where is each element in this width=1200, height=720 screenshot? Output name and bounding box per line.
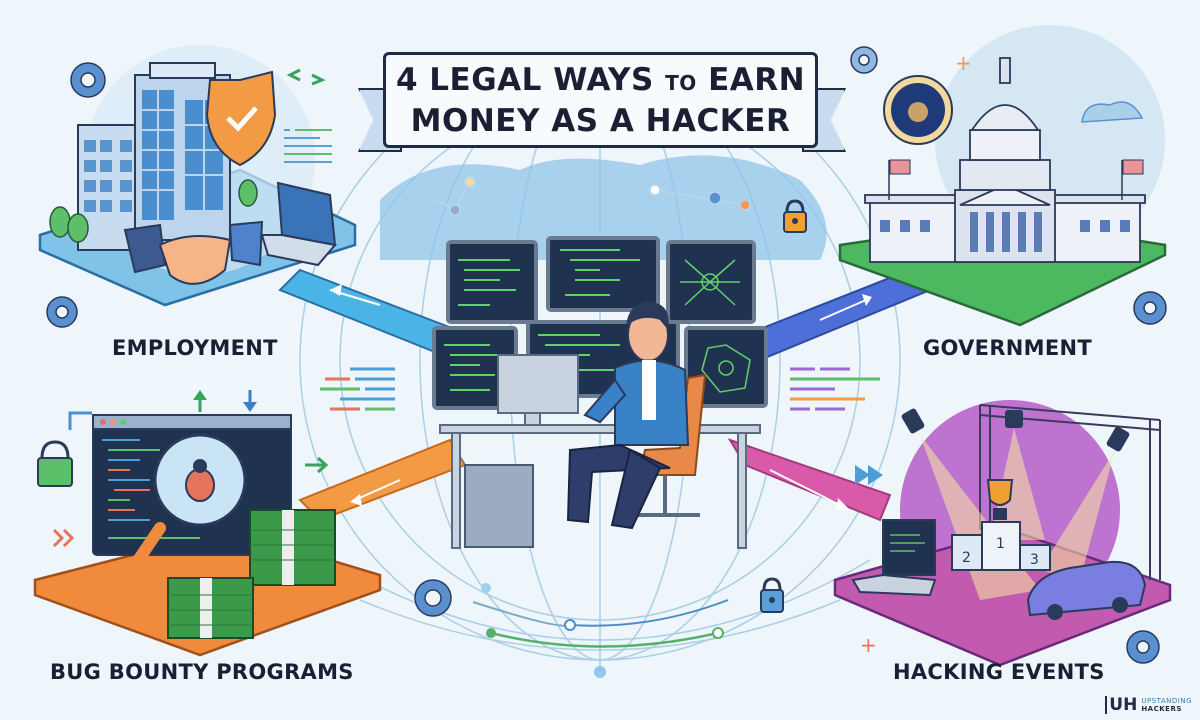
svg-text:3: 3 <box>1030 552 1039 568</box>
stage-truss-icon <box>979 404 1161 580</box>
network-graph-icon <box>680 259 751 393</box>
label-employment: EMPLOYMENT <box>112 336 278 360</box>
logo-text-bottom: HACKERS <box>1141 705 1182 713</box>
svg-text:1: 1 <box>996 536 1005 552</box>
gear-icon <box>1126 630 1160 664</box>
person-hacker <box>566 301 690 530</box>
center-hacker-illustration <box>432 236 768 549</box>
sparkle-icon: + <box>955 51 972 75</box>
money-stack-icon <box>167 509 336 639</box>
monitor-icon <box>432 236 768 410</box>
svg-text:2: 2 <box>962 550 971 566</box>
desk <box>439 424 761 434</box>
decorative-lock-icon <box>783 199 807 233</box>
bottom-lock-icon <box>760 577 784 613</box>
laptop-icon <box>260 181 337 267</box>
title-line-1: 4 LEGAL WAYS TO EARN <box>396 61 805 102</box>
title-line-2: MONEY AS A HACKER <box>410 102 791 139</box>
title-prefix: 4 LEGAL WAYS <box>395 61 654 98</box>
sparkle-icon: + <box>860 633 877 657</box>
car-icon <box>1026 560 1147 620</box>
logo-text-top: UPSTANDING <box>1141 697 1192 705</box>
brand-logo: UH UPSTANDING HACKERS <box>1105 696 1192 714</box>
arrow-icons <box>52 390 329 548</box>
handshake-icon <box>123 220 264 285</box>
cloud-icon <box>1081 101 1144 123</box>
podium-icon: 2 1 3 <box>951 521 1051 571</box>
spotlight-icon <box>901 408 1130 452</box>
gear-icon <box>850 46 1167 325</box>
shield-check-icon <box>205 70 277 167</box>
pc-tower-icon <box>464 464 534 548</box>
lock-icon <box>37 440 73 487</box>
magnifier-bug-icon <box>112 433 247 596</box>
code-lines-right <box>790 367 880 411</box>
desktop-monitor-icon <box>497 354 579 414</box>
fast-forward-icon <box>855 465 883 485</box>
title-suffix: EARN <box>708 61 806 98</box>
office-building-icon <box>77 62 231 251</box>
bottom-gear-icon <box>414 579 452 617</box>
hacking-events-illustration: 2 1 3 + <box>833 400 1172 667</box>
label-hacking-events: HACKING EVENTS <box>893 660 1105 684</box>
employment-illustration <box>38 45 357 328</box>
bug-bounty-illustration <box>33 390 382 657</box>
label-government: GOVERNMENT <box>923 336 1093 360</box>
seal-icon <box>883 75 953 145</box>
gear-icon <box>46 62 106 328</box>
code-lines-left <box>320 367 395 411</box>
title-banner: 4 LEGAL WAYS TO EARN MONEY AS A HACKER <box>383 52 818 148</box>
label-bug-bounty: BUG BOUNTY PROGRAMS <box>50 660 354 684</box>
capitol-building-icon <box>864 57 1146 263</box>
trophy-icon <box>986 479 1014 520</box>
logo-mark: UH <box>1105 696 1137 714</box>
flag-icon <box>888 159 1144 200</box>
laptop-icon <box>851 519 937 597</box>
title-small-word: TO <box>665 70 697 95</box>
code-lines-decoration <box>284 129 332 163</box>
tree-icon <box>49 179 258 243</box>
government-illustration: + <box>838 25 1167 327</box>
swap-arrows-icon <box>286 68 326 86</box>
